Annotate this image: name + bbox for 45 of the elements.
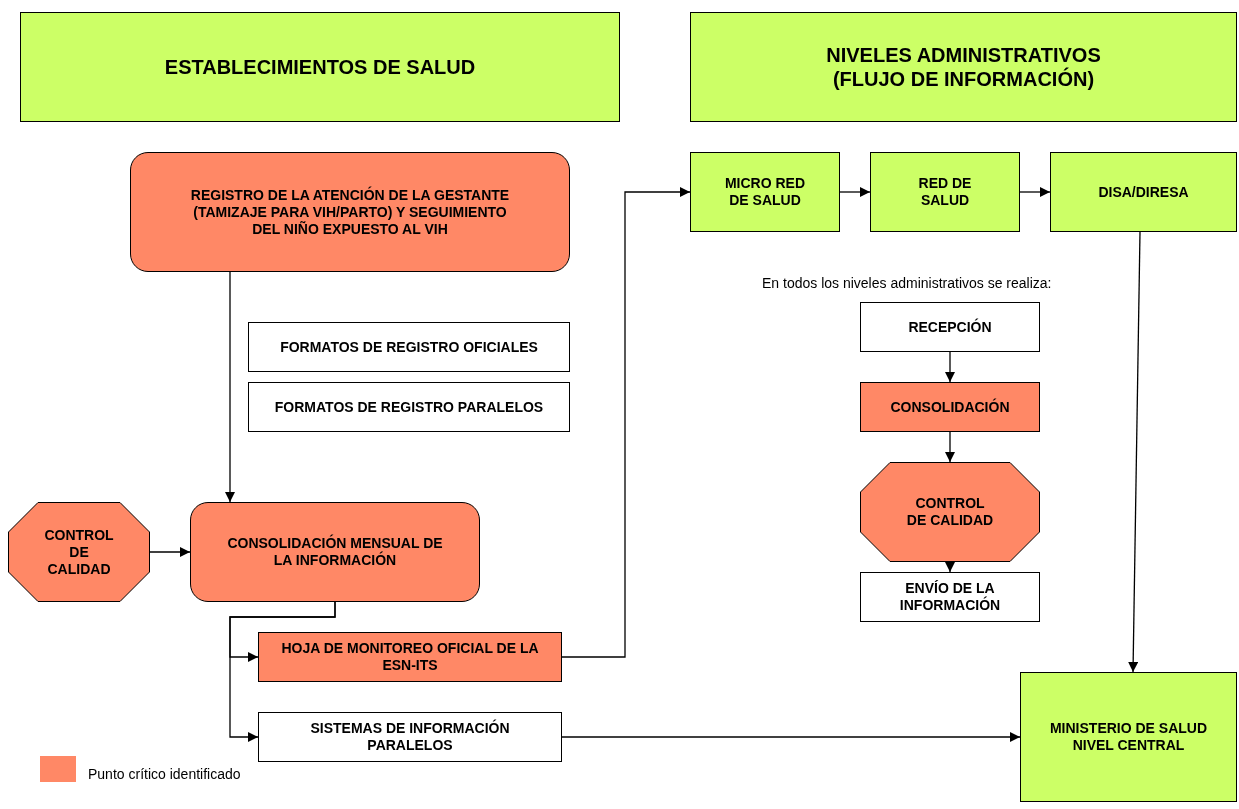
process-box: [248, 382, 570, 432]
node-label: RED DE SALUD: [917, 175, 973, 209]
node-label: MINISTERIO DE SALUD NIVEL CENTRAL: [1048, 720, 1209, 754]
critical-point-box: [190, 502, 480, 602]
node-label: FORMATOS DE REGISTRO PARALELOS: [274, 398, 544, 416]
arrow: [1128, 231, 1141, 673]
node-label: FORMATOS DE REGISTRO OFICIALES: [280, 338, 538, 356]
critical-point-box: [860, 382, 1040, 432]
arrow: [1019, 187, 1051, 197]
arrow: [149, 547, 191, 557]
legend-label: Punto crítico identificado: [88, 766, 241, 782]
node-label: CONTROL DE CALIDAD: [905, 495, 995, 529]
node-label: NIVELES ADMINISTRATIVOS (FLUJO DE INFORMACIÓN): [825, 43, 1102, 91]
node-label: CONTROL DE CALIDAD: [43, 526, 115, 578]
arrow: [229, 601, 336, 742]
header-box: [20, 12, 620, 122]
process-box: [860, 302, 1040, 352]
node-label: MICRO RED DE SALUD: [723, 175, 807, 209]
arrow: [945, 431, 955, 463]
critical-point-box: [258, 632, 562, 682]
arrow: [561, 187, 691, 658]
level-box: [1020, 672, 1237, 802]
node-label: CONSOLIDACIÓN: [890, 398, 1010, 416]
node-label: REGISTRO DE LA ATENCIÓN DE LA GESTANTE (TAMIZAJE PARA VIH/PARTO) Y SEGUIMIENTO DEL NIÑO EXPUESTO AL VIH: [189, 186, 511, 238]
node-label: RECEPCIÓN: [908, 318, 992, 336]
note-text: En todos los niveles administrativos se realiza:: [762, 274, 1053, 292]
header-box: [690, 12, 1237, 122]
arrow: [839, 187, 871, 197]
arrow: [945, 351, 955, 383]
process-box: [248, 322, 570, 372]
arrow: [225, 271, 235, 503]
level-box: [870, 152, 1020, 232]
process-box: [860, 572, 1040, 622]
critical-point-box: [130, 152, 570, 272]
node-label: CONSOLIDACIÓN MENSUAL DE LA INFORMACIÓN: [226, 535, 444, 569]
arrow: [945, 561, 955, 573]
node-label: ESTABLECIMIENTOS DE SALUD: [164, 55, 476, 79]
node-label: HOJA DE MONITOREO OFICIAL DE LA ESN-ITS: [280, 640, 540, 674]
arrow: [561, 732, 1021, 742]
level-box: [1050, 152, 1237, 232]
level-box: [690, 152, 840, 232]
process-box: [258, 712, 562, 762]
node-label: DISA/DIRESA: [1098, 183, 1189, 201]
node-label: ENVÍO DE LA INFORMACIÓN: [898, 580, 1002, 614]
node-label: SISTEMAS DE INFORMACIÓN PARALELOS: [309, 720, 511, 754]
